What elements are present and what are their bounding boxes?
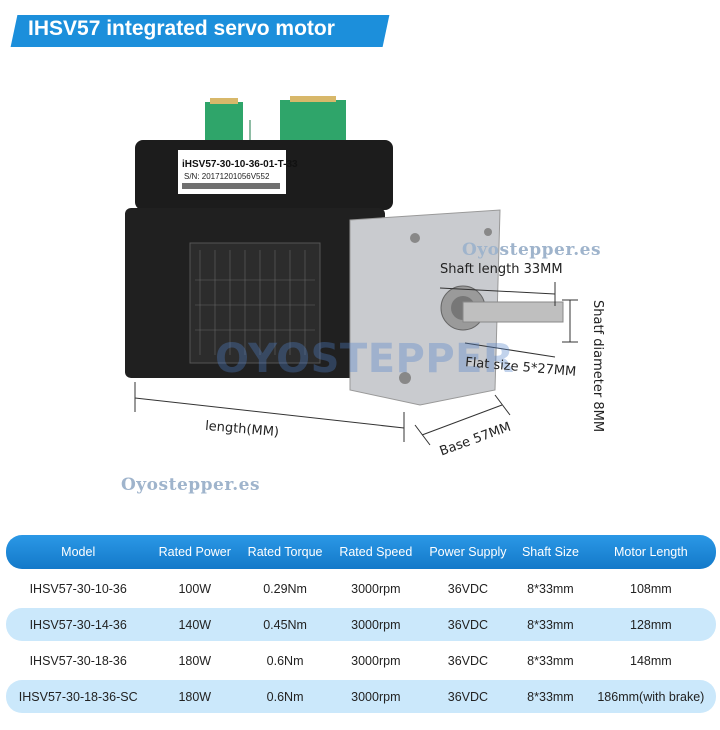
- table-cell: 180W: [178, 653, 212, 668]
- svg-text:S/N: 20171201056V552: S/N: 20171201056V552: [184, 172, 270, 181]
- terminal-connector: [280, 100, 346, 146]
- table-cell: 8*33mm: [527, 653, 574, 668]
- watermark: Oyostepper.es: [121, 475, 261, 495]
- table-cell: 8*33mm: [527, 581, 574, 596]
- table-cell: 140W: [150, 608, 240, 641]
- column-header: Rated Power: [150, 535, 240, 569]
- specs-table: Model Rated Power Rated Torque Rated Spe…: [6, 532, 716, 716]
- motor-shaft: [462, 301, 564, 323]
- column-header: Motor Length: [585, 535, 716, 569]
- table-cell: 0.6Nm: [239, 680, 331, 713]
- table-cell: 3000rpm: [351, 653, 401, 668]
- table-header-row: Model Rated Power Rated Torque Rated Spe…: [6, 535, 716, 569]
- table-cell: 3000rpm: [351, 581, 401, 596]
- watermark: Oyostepper.es: [462, 240, 602, 260]
- table-cell: 36VDC: [420, 680, 516, 713]
- table-cell: 180W: [150, 680, 240, 713]
- table-cell: 0.45Nm: [239, 608, 331, 641]
- table-row: IHSV57-30-18-36 180W 0.6Nm 3000rpm 36VDC 8*33…: [6, 644, 716, 677]
- table-cell: 100W: [178, 581, 212, 596]
- page-title: IHSV57 integrated servo motor: [28, 17, 335, 40]
- motor-illustration: iHSV57-30-10-36-01-T-33 S/N: 20171201056…: [125, 96, 578, 446]
- watermark-logo: OYOSTEPPER: [215, 336, 515, 382]
- table-cell: 128mm: [585, 608, 716, 641]
- table-cell: IHSV57-30-18-36: [29, 653, 127, 668]
- table-cell: 148mm: [630, 653, 672, 668]
- table-cell: 36VDC: [447, 581, 489, 596]
- column-header: Rated Speed: [331, 535, 421, 569]
- column-header: Rated Torque: [239, 535, 331, 569]
- table-row: IHSV57-30-10-36 100W 0.29Nm 3000rpm 36VDC 8*3…: [6, 572, 716, 605]
- shaft-length-annotation: Shaft length 33MM: [440, 262, 563, 277]
- table-cell: 0.29Nm: [263, 581, 307, 596]
- table-cell: 186mm(with brake): [585, 680, 716, 713]
- table-cell: 8*33mm: [515, 608, 586, 641]
- shaft-diameter-annotation: Shatf diameter 8MM: [590, 300, 605, 433]
- table-cell: 108mm: [630, 581, 672, 596]
- column-header: Model: [6, 535, 151, 569]
- table-cell: IHSV57-30-18-36-SC: [6, 680, 151, 713]
- terminal-connector: [205, 102, 243, 146]
- column-header: Power Supply: [420, 535, 516, 569]
- table-cell: 3000rpm: [331, 680, 421, 713]
- table-cell: IHSV57-30-14-36: [6, 608, 151, 641]
- column-header: Shaft Size: [515, 535, 586, 569]
- table-cell: 36VDC: [420, 608, 516, 641]
- table-cell: 3000rpm: [331, 608, 421, 641]
- table-cell: IHSV57-30-10-36: [29, 581, 127, 596]
- svg-text:iHSV57-30-10-36-01-T-33: iHSV57-30-10-36-01-T-33: [182, 159, 298, 170]
- table-cell: 36VDC: [447, 653, 489, 668]
- table-cell: 0.6Nm: [266, 653, 304, 668]
- front-flange: [349, 209, 501, 406]
- table-cell: 8*33mm: [515, 680, 586, 713]
